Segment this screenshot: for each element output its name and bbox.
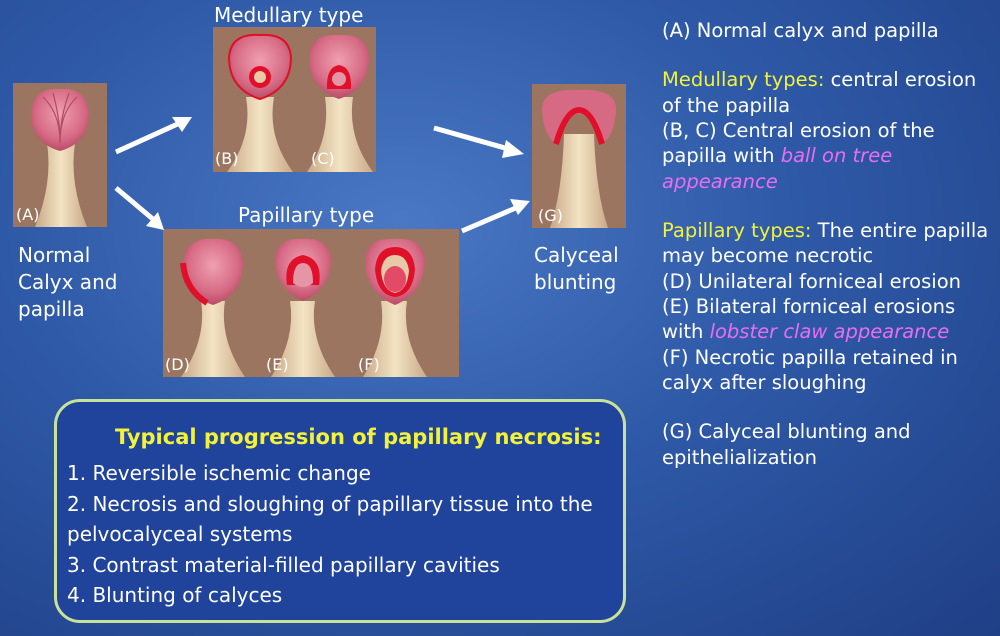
normal-calyx-label: Normal Calyx and papilla <box>18 242 117 323</box>
progression-list: 1. Reversible ischemic change 2. Necrosi… <box>67 458 627 611</box>
progression-item: 3. Contrast material-filled papillary ca… <box>67 552 500 577</box>
legend-papillary: Papillary types: The entire papilla may … <box>662 218 992 269</box>
arrow-a-to-def <box>114 186 164 230</box>
legend-medullary-text: central erosion of the papilla <box>662 68 977 117</box>
papillary-type-heading: Papillary type <box>238 203 375 227</box>
progression-box: Typical progression of papillary necrosi… <box>54 399 626 623</box>
progression-item: 1. Reversible ischemic change <box>67 461 371 485</box>
legend-e-emphasis: lobster claw appearance <box>709 320 950 344</box>
panel-c-label: (C) <box>311 149 335 168</box>
normal-label-line-2: Calyx and <box>18 270 118 294</box>
legend-d: (D) Unilateral forniceal erosion <box>662 269 961 293</box>
normal-label-line-3: papilla <box>18 297 85 321</box>
legend: (A) Normal calyx and papilla Medullary t… <box>662 18 992 470</box>
medullary-type-heading: Medullary type <box>214 3 364 27</box>
legend-bc-emphasis: ball on tree appearance <box>662 144 893 193</box>
legend-papillary-head: Papillary types: <box>662 219 812 243</box>
legend-medullary-head: Medullary types: <box>662 68 825 92</box>
legend-e: (E) Bilateral forniceal erosions with lo… <box>662 294 992 345</box>
legend-f: (F) Necrotic papilla retained in calyx a… <box>662 345 958 395</box>
normal-label-line-1: Normal <box>18 243 91 267</box>
panel-def-papillary: (D) (E) (F) <box>163 229 459 377</box>
panel-b-label: (B) <box>215 149 239 168</box>
arrow-bc-to-g <box>433 125 524 158</box>
legend-medullary: Medullary types: central erosion of the … <box>662 67 992 118</box>
progression-title: Typical progression of papillary necrosi… <box>115 425 602 449</box>
blunting-label-line-2: blunting <box>534 270 617 294</box>
legend-bc: (B, C) Central erosion of the papilla wi… <box>662 118 992 194</box>
progression-item: 4. Blunting of calyces <box>67 583 283 607</box>
panel-e-label: (E) <box>266 355 289 374</box>
blunting-label-line-1: Calyceal <box>534 243 619 267</box>
panel-g-blunting: (G) <box>532 84 626 228</box>
arrow-a-to-bc <box>114 117 192 155</box>
legend-papillary-text: The entire papilla may become necrotic <box>662 219 989 268</box>
panel-g-label: (G) <box>538 206 563 225</box>
progression-item: 2. Necrosis and sloughing of papillary t… <box>67 491 593 547</box>
panel-f-label: (F) <box>358 355 380 374</box>
calyceal-blunting-label: Calyceal blunting <box>534 242 619 296</box>
legend-g: (G) Calyceal blunting and epithelializat… <box>662 420 911 469</box>
panel-bc-medullary: (B) (C) <box>213 27 376 172</box>
legend-bc-text: (B, C) Central erosion of the papilla wi… <box>662 119 935 168</box>
arrow-def-to-g <box>461 199 530 234</box>
legend-e-text: (E) Bilateral forniceal erosions with <box>662 295 956 344</box>
panel-d-label: (D) <box>165 355 190 374</box>
panel-a-label: (A) <box>16 205 40 224</box>
panel-a-normal-calyx: (A) <box>13 83 107 227</box>
legend-a: (A) Normal calyx and papilla <box>662 19 939 42</box>
